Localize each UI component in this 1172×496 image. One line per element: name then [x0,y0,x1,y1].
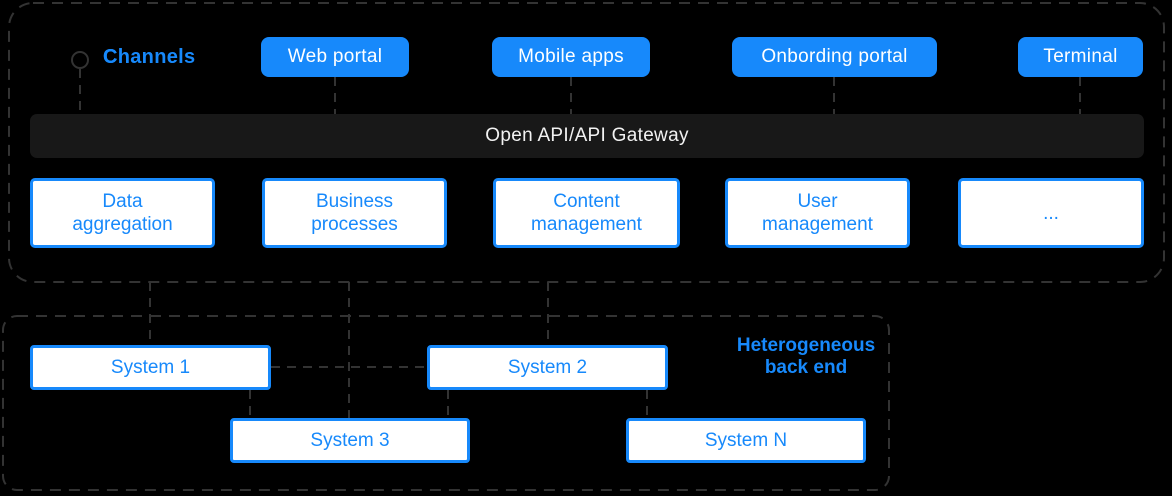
system-node-label: System 3 [310,429,390,451]
channels-label: Channels [103,46,196,68]
service-node-more-ellipsis: ... [958,178,1144,248]
backend-container-border [2,315,890,491]
service-node-label: Business processes [311,191,398,235]
connector-lines [79,69,1081,418]
channel-node-terminal: Terminal [1018,37,1143,77]
channel-node-label: Onbording portal [761,46,908,67]
api-gateway-label: Open API/API Gateway [485,125,689,146]
backend-group-label-line1: Heterogeneous [736,335,876,356]
service-node-label: ... [1043,202,1059,224]
system-node-1: System 1 [30,345,271,390]
service-node-label: Content management [531,191,642,235]
backend-group-label: Heterogeneous back end [706,335,906,379]
channel-node-label: Web portal [287,46,383,67]
service-node-user-management: User management [725,178,910,248]
system-node-label: System 1 [110,356,191,378]
system-node-2: System 2 [427,345,668,390]
service-node-data-aggregation: Data aggregation [30,178,215,248]
channel-node-mobile-apps: Mobile apps [492,37,650,77]
service-node-label: Data aggregation [72,191,173,235]
system-node-label: System N [704,429,788,451]
system-node-3: System 3 [230,418,470,463]
channel-node-label: Mobile apps [518,46,624,67]
channel-node-onbording-portal: Onbording portal [732,37,937,77]
backend-group-label-line2: back end [764,357,848,378]
channels-container-border [8,2,1165,283]
channels-group-label: C [103,46,118,68]
channel-node-web-portal: Web portal [261,37,409,77]
channel-node-label: Terminal [1043,46,1118,67]
service-node-business-processes: Business processes [262,178,447,248]
system-node-n: System N [626,418,866,463]
system-node-label: System 2 [507,356,588,378]
service-node-content-management: Content management [493,178,680,248]
channels-bullet-circle-icon [71,51,89,69]
api-gateway-bar: Open API/API Gateway [30,114,1144,158]
service-node-label: User management [762,191,873,235]
